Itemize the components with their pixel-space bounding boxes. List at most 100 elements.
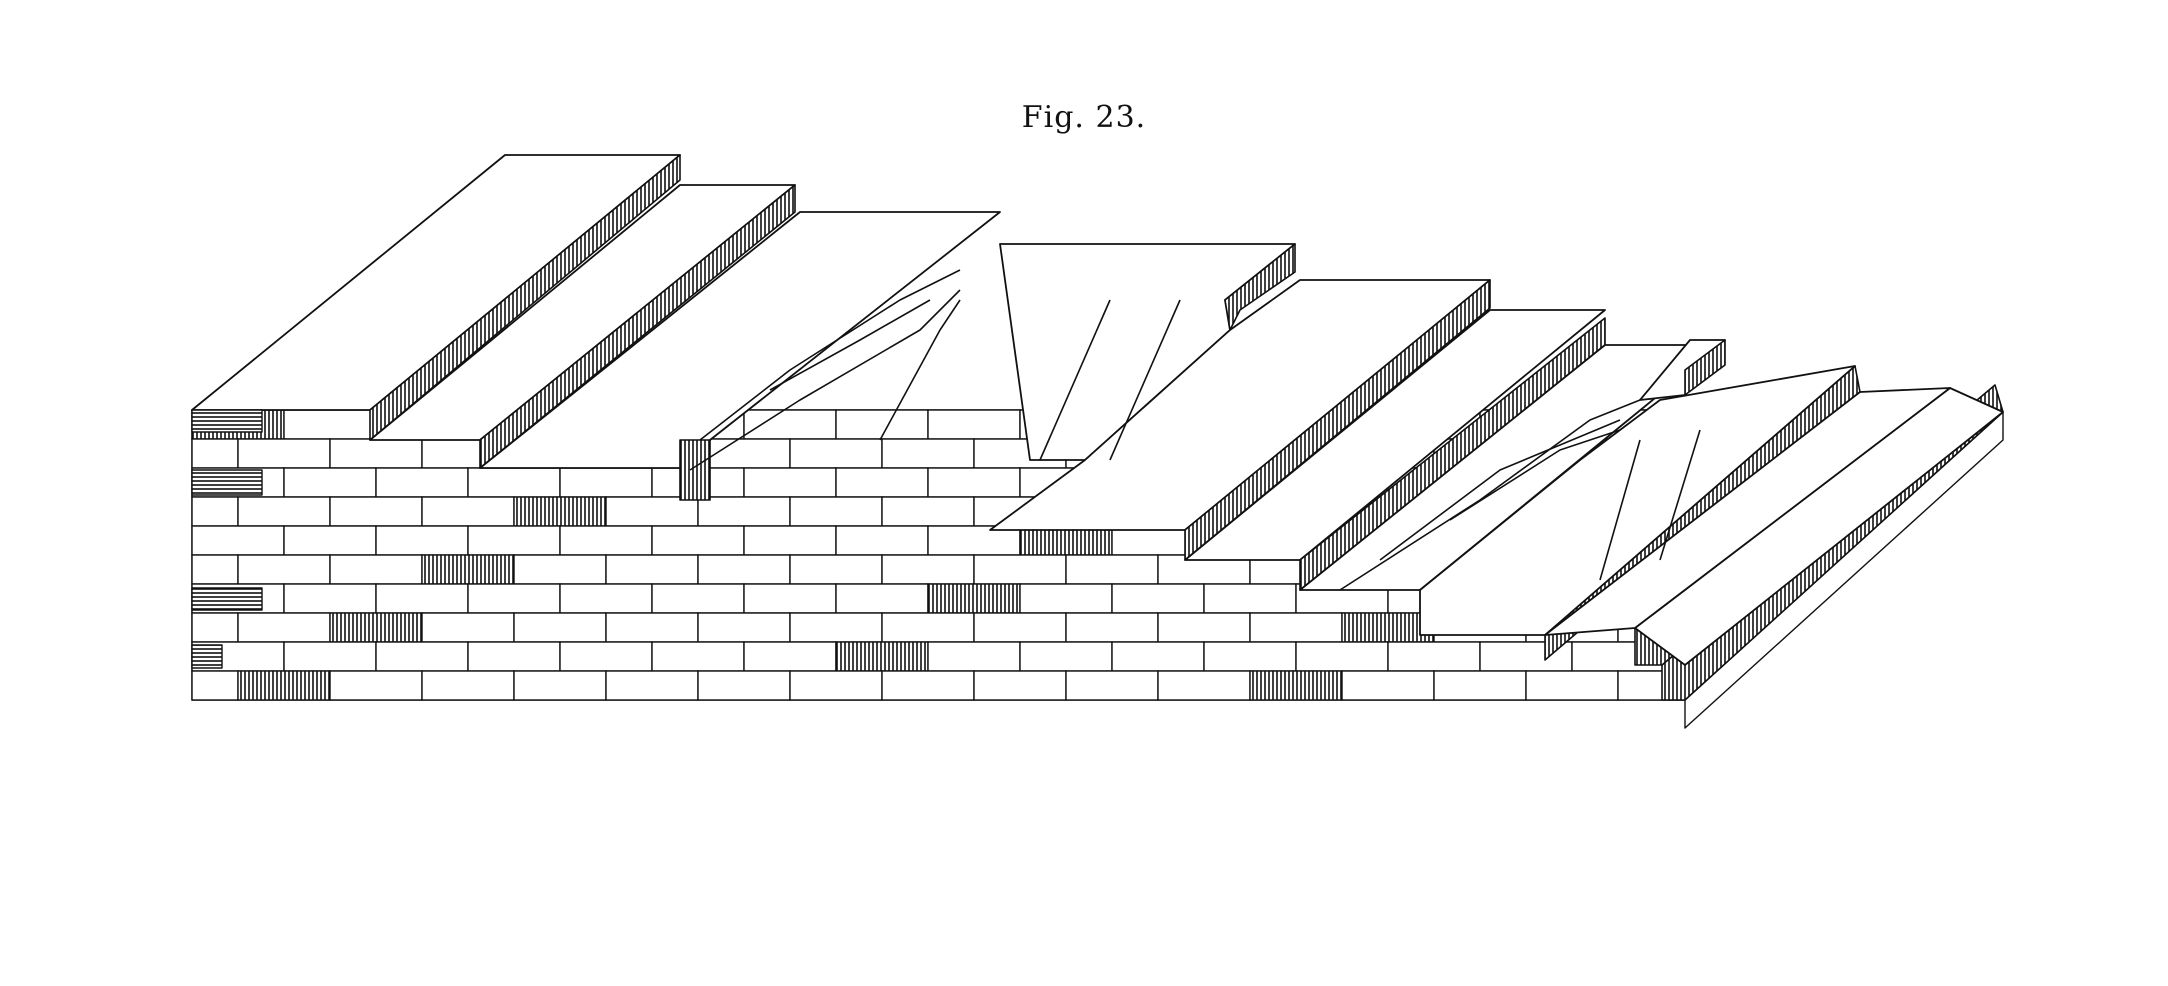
fold-layer-4 bbox=[879, 299, 961, 441]
front-brick bbox=[1341, 670, 1435, 701]
front-brick bbox=[191, 554, 239, 585]
front-brick bbox=[973, 612, 1067, 643]
front-brick bbox=[835, 409, 929, 440]
front-brick bbox=[1019, 641, 1113, 672]
front-brick bbox=[1111, 641, 1205, 672]
front-brick bbox=[651, 641, 745, 672]
front-brick bbox=[1203, 641, 1297, 672]
front-brick bbox=[329, 554, 423, 585]
front-brick bbox=[191, 438, 239, 469]
front-brick bbox=[1249, 670, 1343, 701]
front-brick bbox=[1341, 612, 1435, 643]
front-brick bbox=[605, 612, 699, 643]
front-brick bbox=[237, 670, 331, 701]
front-brick bbox=[743, 467, 837, 498]
front-brick bbox=[421, 554, 515, 585]
fold-layer-2 bbox=[689, 289, 961, 471]
front-brick bbox=[421, 670, 515, 701]
fold-layer-5 bbox=[1039, 299, 1111, 461]
front-brick bbox=[283, 409, 377, 440]
stratum-top-8 bbox=[1419, 365, 1856, 636]
front-brick bbox=[881, 438, 975, 469]
fold-layer-10 bbox=[1599, 439, 1641, 581]
stratum-edge-2 bbox=[479, 184, 796, 469]
front-brick bbox=[237, 554, 331, 585]
front-brick bbox=[375, 583, 469, 614]
front-brick bbox=[1065, 612, 1159, 643]
front-brick bbox=[651, 525, 745, 556]
front-brick bbox=[191, 525, 285, 556]
front-brick bbox=[881, 554, 975, 585]
front-brick bbox=[1065, 554, 1159, 585]
front-brick bbox=[1065, 670, 1159, 701]
stratum-edge-4 bbox=[1224, 243, 1296, 331]
front-brick bbox=[513, 612, 607, 643]
front-brick bbox=[283, 583, 377, 614]
stratum-edge-9 bbox=[1684, 339, 1726, 396]
front-brick bbox=[329, 670, 423, 701]
front-brick bbox=[513, 496, 607, 527]
front-brick bbox=[559, 467, 653, 498]
front-brick bbox=[927, 641, 1021, 672]
front-brick bbox=[743, 583, 837, 614]
front-brick bbox=[789, 438, 883, 469]
front-brick bbox=[283, 467, 377, 498]
front-brick bbox=[697, 554, 791, 585]
front-brick bbox=[237, 612, 331, 643]
front-brick bbox=[329, 438, 423, 469]
fold-layer-1 bbox=[699, 269, 961, 441]
front-brick bbox=[329, 496, 423, 527]
fold-layer-11 bbox=[1659, 429, 1701, 561]
stratum-edge-3 bbox=[679, 439, 711, 501]
end-face-4 bbox=[191, 644, 223, 669]
fold-layer-8 bbox=[1379, 419, 1621, 561]
front-brick bbox=[697, 670, 791, 701]
front-brick bbox=[1525, 670, 1619, 701]
front-brick bbox=[651, 583, 745, 614]
front-brick bbox=[421, 612, 515, 643]
front-brick bbox=[973, 554, 1067, 585]
stratum-top-11 bbox=[1544, 387, 1951, 636]
front-brick bbox=[789, 496, 883, 527]
front-brick bbox=[927, 467, 1021, 498]
front-brick bbox=[927, 409, 1021, 440]
front-brick bbox=[881, 496, 975, 527]
front-brick bbox=[835, 525, 929, 556]
front-brick bbox=[835, 641, 929, 672]
front-brick bbox=[789, 612, 883, 643]
front-brick bbox=[375, 525, 469, 556]
front-brick bbox=[1157, 612, 1251, 643]
front-brick bbox=[1019, 583, 1113, 614]
front-brick bbox=[467, 583, 561, 614]
front-brick bbox=[559, 641, 653, 672]
front-brick bbox=[697, 438, 791, 469]
front-brick bbox=[375, 467, 469, 498]
front-brick bbox=[467, 467, 561, 498]
fold-layer-3 bbox=[769, 299, 931, 391]
front-brick bbox=[835, 467, 929, 498]
strata-top-surfaces bbox=[191, 154, 2004, 666]
front-brick bbox=[789, 554, 883, 585]
fold-layer-6 bbox=[1109, 299, 1181, 461]
front-brick bbox=[1157, 670, 1251, 701]
figure-caption: Fig. 23. bbox=[1021, 100, 1147, 135]
stratum-top-6 bbox=[1184, 309, 1606, 561]
front-brick bbox=[605, 670, 699, 701]
front-brick bbox=[789, 670, 883, 701]
front-brick bbox=[697, 496, 791, 527]
front-brick bbox=[973, 670, 1067, 701]
front-brick bbox=[835, 583, 929, 614]
front-brick bbox=[743, 409, 837, 440]
front-brick bbox=[697, 612, 791, 643]
stratum-top-3 bbox=[479, 211, 1001, 469]
front-brick bbox=[467, 525, 561, 556]
front-brick bbox=[283, 525, 377, 556]
front-brick bbox=[1111, 583, 1205, 614]
fold-layer-9 bbox=[1449, 429, 1621, 521]
front-brick bbox=[927, 583, 1021, 614]
end-face-1 bbox=[191, 409, 263, 433]
front-brick bbox=[743, 641, 837, 672]
front-brick bbox=[237, 496, 331, 527]
front-brick bbox=[1203, 583, 1297, 614]
front-brick bbox=[191, 670, 239, 701]
